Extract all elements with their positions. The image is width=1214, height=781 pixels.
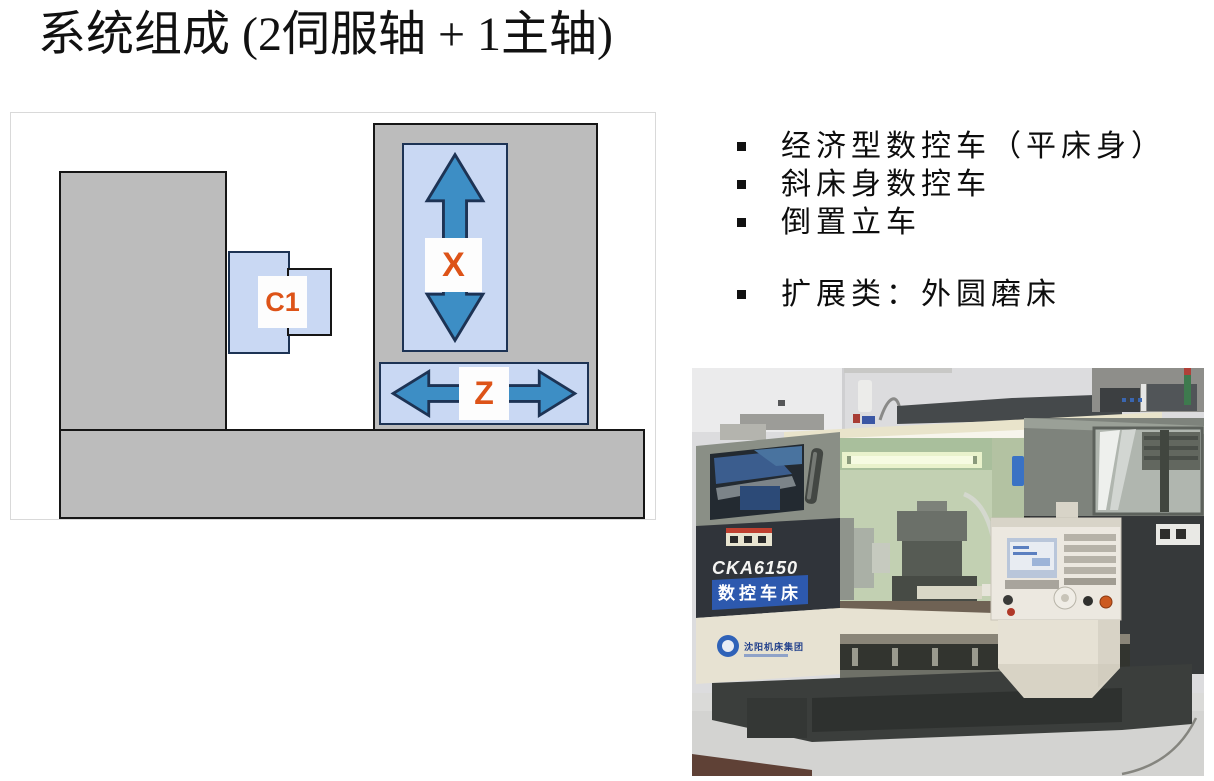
floor-cable [1121, 717, 1198, 776]
photo-toolpost [897, 511, 967, 541]
list-item-label: 经济型数控车（平床身） [781, 130, 1166, 163]
list-item-label: 扩展类：外圆磨床 [781, 278, 1061, 311]
brand-name-text: 沈阳机床集团 [744, 641, 804, 652]
button-orange [1099, 595, 1113, 609]
x-axis-label: X [425, 238, 482, 292]
z-axis-label: Z [459, 367, 509, 420]
square-bullet-icon [737, 290, 746, 299]
c1-axis-label: C1 [258, 276, 307, 328]
machine-bed [59, 429, 645, 519]
button-black [1003, 595, 1013, 605]
lathe-axis-diagram: C1 X Z [10, 112, 656, 520]
list-item: 倒置立车 [735, 204, 1211, 242]
button-black-2 [1083, 596, 1093, 606]
list-item: 扩展类：外圆磨床 [735, 276, 1211, 314]
button-red [1007, 608, 1015, 616]
headstock [59, 171, 227, 431]
softkey-row [1005, 580, 1059, 589]
cnc-lathe-photo-art: CKA6150 数控车床 沈阳机床集团 [692, 368, 1204, 776]
control-pendant [990, 502, 1122, 698]
slide-title: 系统组成 (2伺服轴 + 1主轴) [38, 8, 614, 61]
fluorescent-lamp [849, 456, 975, 464]
floor-foreground [692, 717, 1198, 776]
lathe-type-list: 经济型数控车（平床身） 斜床身数控车 倒置立车 扩展类：外圆磨床 [735, 128, 1211, 314]
list-item-label: 斜床身数控车 [781, 168, 991, 201]
machine-model-text: CKA6150 [712, 558, 798, 578]
square-bullet-icon [737, 218, 746, 227]
square-bullet-icon [737, 142, 746, 151]
list-item: 经济型数控车（平床身） [735, 128, 1211, 166]
machine-type-text: 数控车床 [718, 583, 802, 603]
cnc-lathe-photo: CKA6150 数控车床 沈阳机床集团 [692, 368, 1204, 776]
blue-bottle [1012, 456, 1024, 486]
square-bullet-icon [737, 180, 746, 189]
list-item-label: 倒置立车 [781, 206, 921, 239]
type-label-strip [712, 575, 808, 610]
list-item: 斜床身数控车 [735, 166, 1211, 204]
keypad [1064, 534, 1116, 585]
